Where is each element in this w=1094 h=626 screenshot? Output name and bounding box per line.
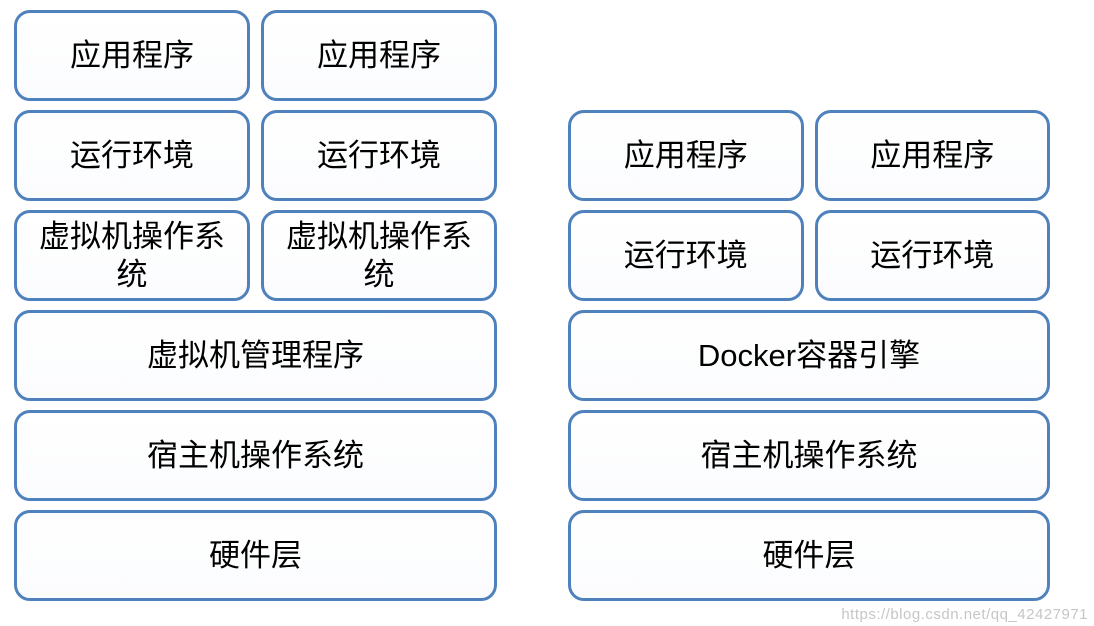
vm-host-os-row: 宿主机操作系统: [14, 410, 497, 501]
vm-host-os-box: 宿主机操作系统: [14, 410, 497, 501]
docker-host-os-row: 宿主机操作系统: [568, 410, 1050, 501]
vm-app-box-2: 应用程序: [261, 10, 497, 101]
vm-hardware-box: 硬件层: [14, 510, 497, 601]
vm-app-row: 应用程序 应用程序: [14, 10, 497, 101]
docker-engine-box: Docker容器引擎: [568, 310, 1050, 401]
vm-runtime-row: 运行环境 运行环境: [14, 110, 497, 201]
docker-app-row: 应用程序 应用程序: [568, 110, 1050, 201]
docker-architecture-stack: 应用程序 应用程序 运行环境 运行环境 Docker容器引擎 宿主机操作系统 硬…: [568, 110, 1050, 601]
watermark-url: https://blog.csdn.net/qq_42427971: [841, 606, 1088, 623]
vm-runtime-box-2: 运行环境: [261, 110, 497, 201]
docker-app-box-1: 应用程序: [568, 110, 804, 201]
docker-app-box-2: 应用程序: [814, 110, 1050, 201]
docker-runtime-box-1: 运行环境: [568, 210, 804, 301]
vm-hardware-row: 硬件层: [14, 510, 497, 601]
vm-guest-os-box-1: 虚拟机操作系 统: [14, 210, 250, 301]
docker-runtime-box-2: 运行环境: [814, 210, 1050, 301]
vm-hypervisor-box: 虚拟机管理程序: [14, 310, 497, 401]
vm-architecture-stack: 应用程序 应用程序 运行环境 运行环境 虚拟机操作系 统 虚拟机操作系 统 虚拟…: [14, 10, 497, 601]
vm-guest-os-box-2: 虚拟机操作系 统: [261, 210, 497, 301]
vm-app-box-1: 应用程序: [14, 10, 250, 101]
docker-host-os-box: 宿主机操作系统: [568, 410, 1050, 501]
docker-engine-row: Docker容器引擎: [568, 310, 1050, 401]
vm-guest-os-row: 虚拟机操作系 统 虚拟机操作系 统: [14, 210, 497, 301]
vm-hypervisor-row: 虚拟机管理程序: [14, 310, 497, 401]
docker-hardware-box: 硬件层: [568, 510, 1050, 601]
docker-hardware-row: 硬件层: [568, 510, 1050, 601]
docker-runtime-row: 运行环境 运行环境: [568, 210, 1050, 301]
vm-runtime-box-1: 运行环境: [14, 110, 250, 201]
